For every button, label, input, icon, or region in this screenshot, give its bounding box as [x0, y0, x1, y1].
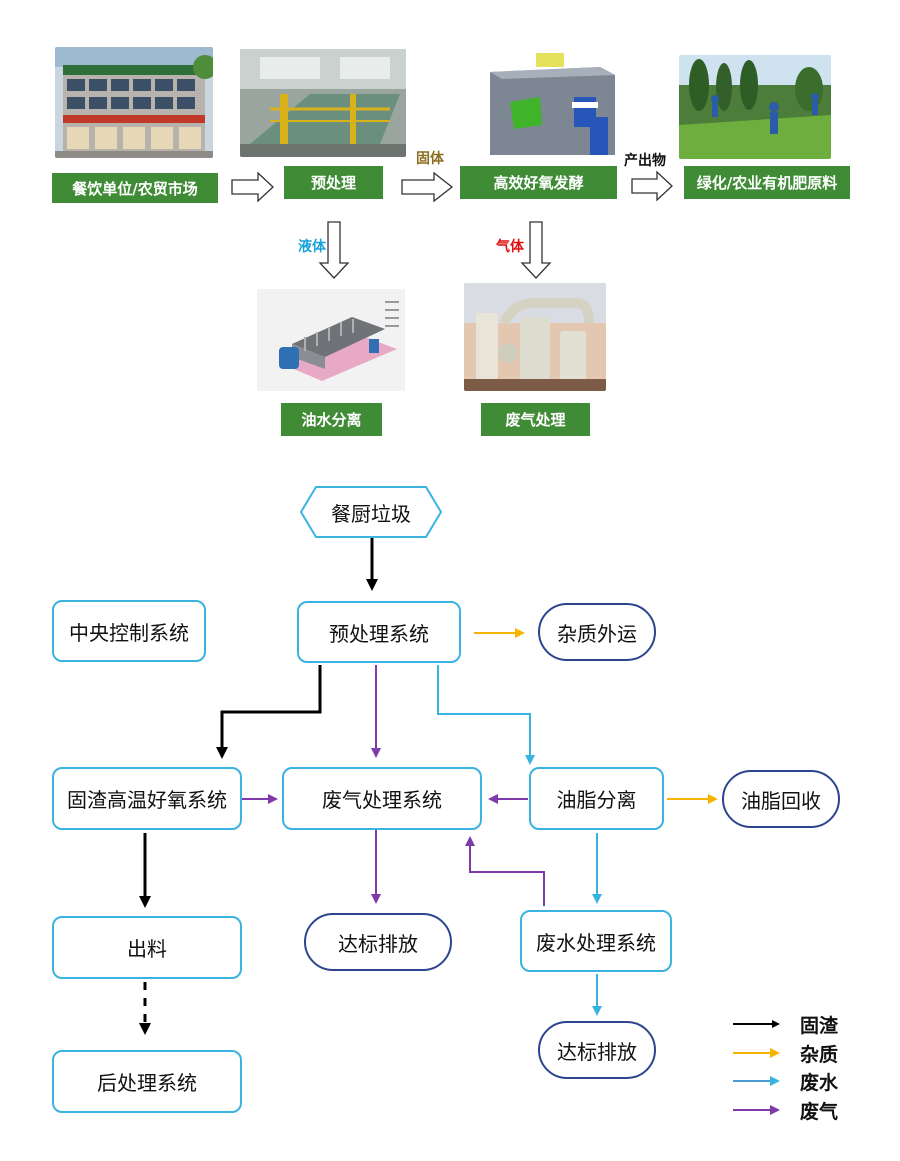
connector-wastewater-to-gas	[465, 836, 545, 906]
stage-label-gas: 废气处理	[481, 403, 590, 436]
gas-treatment-photo	[464, 283, 606, 391]
connector-pretreat-to-oil	[437, 665, 535, 765]
edge-label-solid: 固体	[416, 151, 444, 167]
pretreatment-photo	[240, 49, 406, 157]
node-pretreat: 预处理系统	[297, 601, 461, 663]
source-hexagon	[299, 486, 443, 538]
oil-separator-photo	[257, 289, 405, 391]
arrow-ferment-to-gas	[520, 221, 552, 279]
node-water-discharge: 达标排放	[538, 1021, 656, 1079]
greening-photo	[679, 55, 831, 159]
stage-label-source: 餐饮单位/农贸市场	[52, 173, 218, 203]
edge-label-product: 产出物	[624, 153, 666, 169]
legend-label-gas: 废气	[800, 1101, 839, 1123]
node-control: 中央控制系统	[52, 600, 206, 662]
edge-label-liquid: 液体	[298, 239, 326, 255]
connector-pretreat-to-aerobic	[216, 665, 322, 759]
node-gas-discharge: 达标排放	[304, 913, 452, 971]
node-wastewater: 废水处理系统	[520, 910, 672, 972]
market-building-photo	[55, 47, 213, 158]
arrow-ferment-to-fertilizer	[631, 170, 673, 202]
node-discharge-material: 出料	[52, 916, 242, 979]
arrow-source-to-pretreat	[231, 171, 274, 203]
node-source-label: 餐厨垃圾	[331, 501, 411, 526]
stage-label-pretreatment: 预处理	[284, 166, 383, 199]
legend-label-impurity: 杂质	[800, 1044, 839, 1066]
edge-label-gas: 气体	[496, 239, 524, 255]
legend-label-solid: 固渣	[800, 1015, 839, 1037]
arrow-pretreat-to-oil	[318, 221, 350, 279]
stage-label-fertilizer: 绿化/农业有机肥原料	[684, 166, 850, 199]
node-post-treat: 后处理系统	[52, 1050, 242, 1113]
node-gas-treat: 废气处理系统	[282, 767, 482, 830]
stage-label-fermentation: 高效好氧发酵	[460, 166, 617, 199]
legend-label-wastewater: 废水	[800, 1072, 839, 1094]
stage-label-oil-water: 油水分离	[281, 403, 382, 436]
fermenter-photo	[480, 47, 620, 159]
node-oil-sep: 油脂分离	[529, 767, 664, 830]
node-impurity-out: 杂质外运	[538, 603, 656, 661]
node-oil-recover: 油脂回收	[722, 770, 840, 828]
arrow-pretreat-to-ferment	[401, 171, 454, 203]
node-aerobic: 固渣高温好氧系统	[52, 767, 242, 830]
